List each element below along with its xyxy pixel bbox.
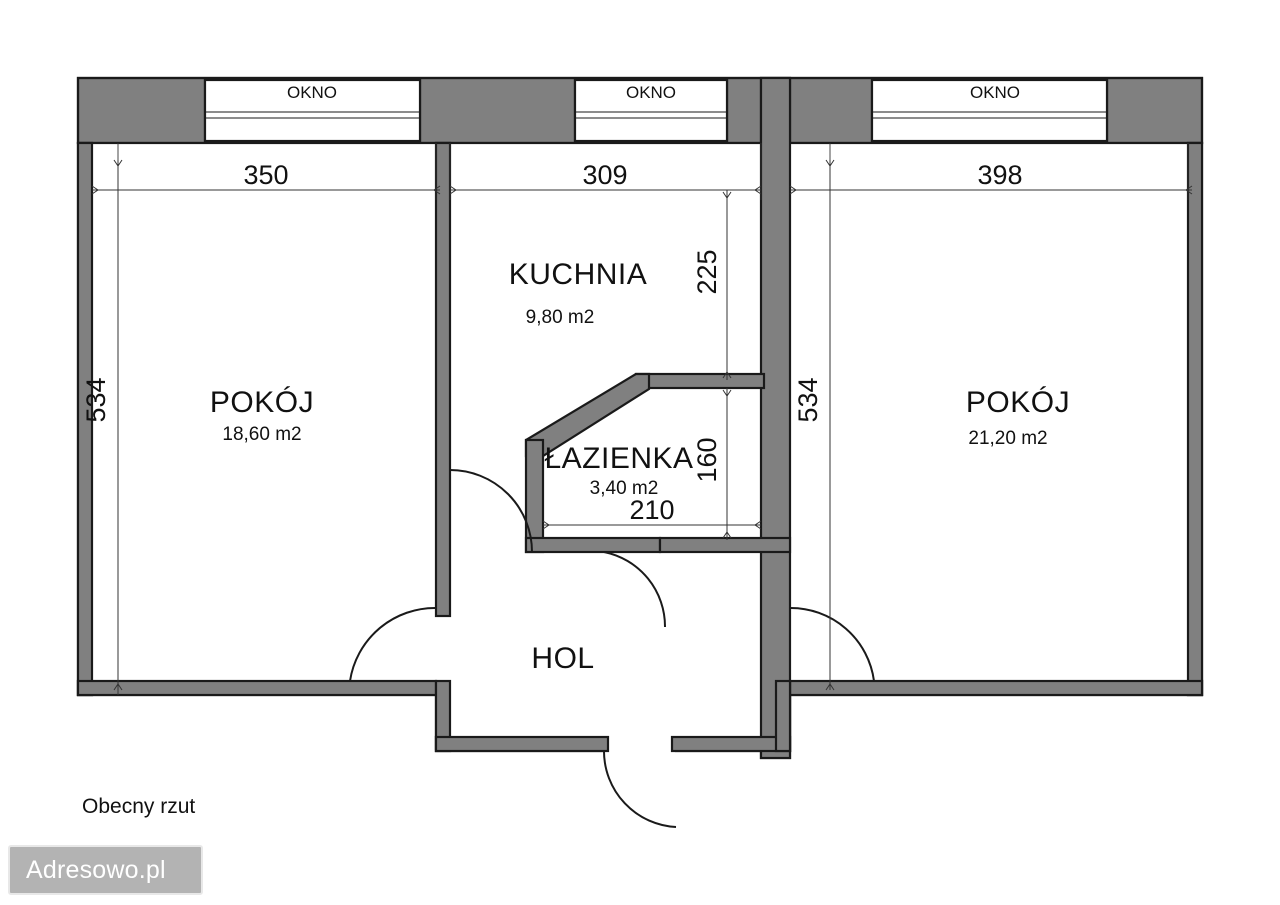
dim-label-309: 309 — [582, 160, 627, 190]
dim-label-160: 160 — [692, 437, 722, 482]
door-group — [349, 469, 875, 828]
room-label-hol: HOL — [531, 642, 594, 675]
dim-160: 160 — [692, 388, 732, 540]
door-arc-entrance — [602, 750, 677, 828]
door-arc-right-room — [789, 606, 875, 682]
window-label-2-overlay: OKNO — [626, 83, 676, 102]
dim-label-534-left: 534 — [81, 377, 111, 422]
window-label-1-overlay: OKNO — [287, 83, 337, 102]
room-name-kuchnia: KUCHNIA — [509, 258, 648, 291]
door-arc-bathroom — [603, 551, 667, 628]
room-name-hol: HOL — [531, 642, 594, 675]
window-label-3-overlay: OKNO — [970, 83, 1020, 102]
room-label-lazienka: ŁAZIENKA 3,40 m2 — [544, 442, 693, 499]
watermark-label: Adresowo.pl — [26, 855, 166, 884]
room-area-pokoj-left: 18,60 m2 — [222, 424, 301, 445]
room-name-lazienka: ŁAZIENKA — [544, 442, 693, 475]
dim-label-225: 225 — [692, 249, 722, 294]
room-area-kuchnia: 9,80 m2 — [526, 307, 595, 328]
room-area-pokoj-right: 21,20 m2 — [968, 428, 1047, 449]
room-label-pokoj-left: POKÓJ 18,60 m2 — [210, 386, 314, 445]
dim-534-left: 534 — [81, 159, 123, 691]
dimension-group: 350 534 309 — [81, 143, 1193, 695]
dim-label-350: 350 — [243, 160, 288, 190]
room-area-lazienka: 3,40 m2 — [590, 478, 659, 499]
dim-309: 309 — [449, 143, 762, 200]
dim-label-398: 398 — [977, 160, 1022, 190]
door-arc-kitchen — [449, 469, 533, 553]
window-overlays: OKNO OKNO OKNO — [203, 78, 1109, 143]
wall-outlines — [76, 76, 1204, 760]
plan-caption: Obecny rzut — [82, 795, 195, 818]
room-label-kuchnia: KUCHNIA 9,80 m2 — [509, 258, 648, 328]
door-arc-left-room — [349, 606, 437, 682]
room-label-pokoj-right: POKÓJ 21,20 m2 — [966, 386, 1070, 449]
room-name-pokoj-right: POKÓJ — [966, 386, 1070, 419]
dim-label-210: 210 — [629, 495, 674, 525]
watermark-badge: Adresowo.pl — [8, 845, 203, 895]
dim-210: 210 — [542, 495, 762, 530]
room-label-group: POKÓJ 18,60 m2 KUCHNIA 9,80 m2 ŁAZIENKA … — [210, 258, 1070, 675]
dim-225: 225 — [692, 190, 732, 380]
room-interiors — [92, 143, 1188, 751]
room-name-pokoj-left: POKÓJ — [210, 386, 314, 419]
dim-label-534-right: 534 — [793, 377, 823, 422]
dim-534-right: 534 — [793, 159, 835, 691]
